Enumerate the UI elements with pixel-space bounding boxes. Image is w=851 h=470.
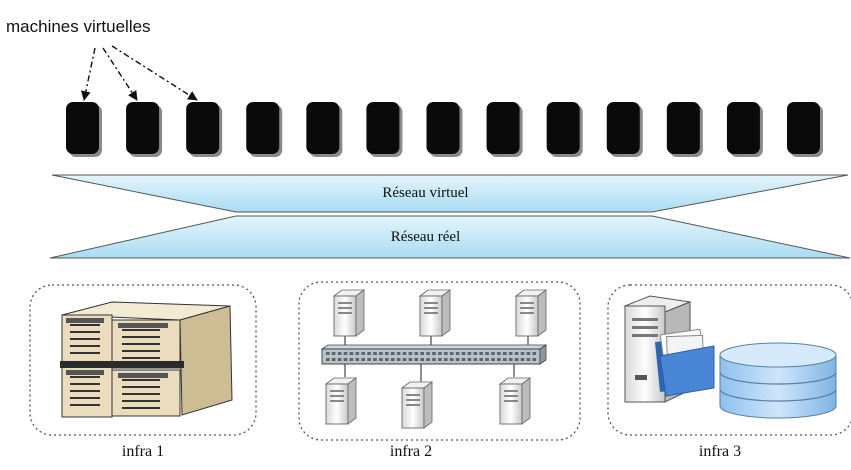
virtual-network-label: Réseau virtuel: [382, 185, 469, 201]
virtual-machine: [787, 102, 823, 157]
virtual-machine: [66, 102, 102, 157]
infra-1-box: [29, 284, 257, 436]
virtual-machine: [246, 102, 283, 157]
tower-server-icon: [498, 377, 532, 425]
infra-2-label: infra 2: [389, 443, 433, 460]
tower-server-icon: [332, 289, 366, 337]
database-icon: [719, 342, 837, 419]
virtual-machine: [126, 102, 163, 157]
vm-pointer-arrows: [81, 45, 198, 101]
vm-pointer-arrow: [102, 47, 138, 101]
virtual-machines-label: machines virtuelles: [6, 17, 151, 36]
virtual-machine: [666, 102, 703, 157]
tower-server-icon: [400, 381, 434, 429]
virtual-machine: [306, 102, 343, 157]
virtual-machine: [726, 102, 763, 157]
virtual-machines-row: [66, 102, 823, 157]
tower-servers: [324, 289, 548, 429]
infra-3-label: infra 3: [698, 443, 742, 460]
tower-server-icon: [324, 377, 358, 425]
network-switch-icon: [320, 344, 548, 365]
virtual-machine: [486, 102, 523, 157]
vm-pointer-arrow: [111, 45, 198, 101]
infra-1-label: infra 1: [121, 443, 165, 460]
infra-3-box: [607, 284, 851, 436]
virtual-machine: [366, 102, 403, 157]
virtual-machine: [186, 102, 223, 157]
virtual-network-band: [51, 174, 849, 213]
real-network-label: Réseau réel: [390, 229, 461, 245]
folder-icon: [655, 328, 715, 397]
virtual-machine: [426, 102, 463, 157]
real-network-band: [49, 215, 851, 259]
vm-pointer-arrow: [81, 47, 96, 101]
tower-server-icon: [514, 289, 548, 337]
virtual-machine: [606, 102, 643, 157]
virtual-machine: [546, 102, 583, 157]
server-stack-icon: [60, 301, 233, 418]
tower-server-icon: [418, 289, 452, 337]
